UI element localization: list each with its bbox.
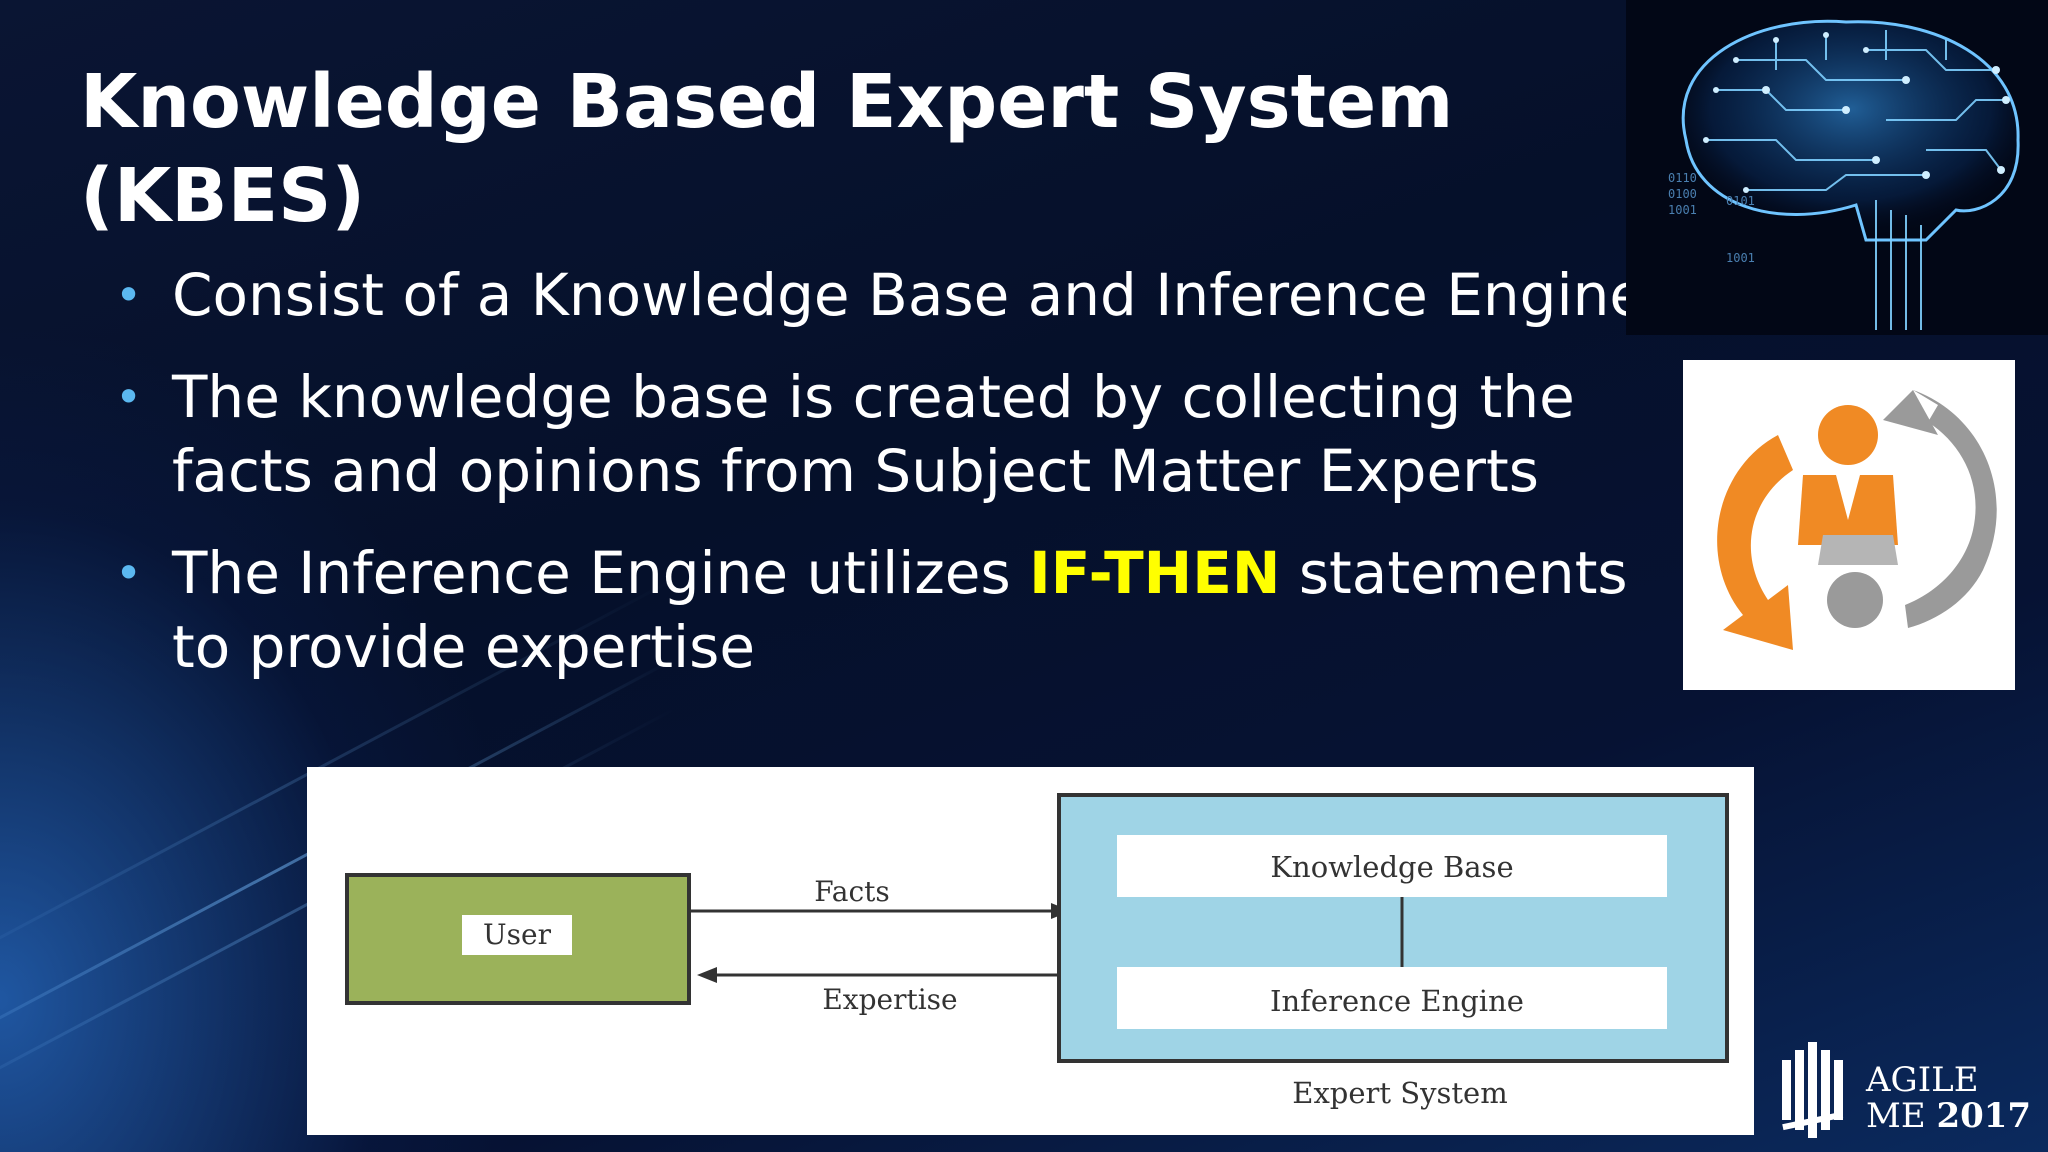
bullet-text-before: The Inference Engine utilizes <box>172 539 1030 607</box>
expert-system-diagram: User Facts Expertise Knowledge Base Infe… <box>307 767 1754 1135</box>
expertise-label: Expertise <box>822 983 957 1016</box>
bullet-text: Consist of a Knowledge Base and Inferenc… <box>172 261 1646 329</box>
bullet-dot: • <box>115 546 143 600</box>
user-label-bg <box>462 915 572 955</box>
expert-exchange-icon <box>1717 390 1997 650</box>
expert-exchange-image <box>1683 360 2015 690</box>
diagram-canvas: User Facts Expertise Knowledge Base Infe… <box>345 793 1729 1110</box>
bullet-dot: • <box>115 370 143 424</box>
logo-year: 2017 <box>1936 1096 2032 1136</box>
logo-line2-a: ME <box>1866 1096 1926 1136</box>
binary-text: 0110 <box>1668 171 1697 185</box>
bullet-item: • The Inference Engine utilizes IF-THEN … <box>115 536 1675 684</box>
expert-system-label: Expert System <box>1292 1076 1507 1110</box>
bullet-item: • Consist of a Knowledge Base and Infere… <box>115 258 1675 332</box>
binary-text: 0100 <box>1668 187 1697 201</box>
inference-engine-label: Inference Engine <box>1270 984 1524 1018</box>
bullet-text: The knowledge base is created by collect… <box>172 363 1575 505</box>
brain-circuit-icon: 0110 0100 1001 0101 1001 <box>1626 0 2048 335</box>
knowledge-base-label: Knowledge Base <box>1270 850 1513 884</box>
slide-title: Knowledge Based Expert System (KBES) <box>80 59 1454 239</box>
binary-text: 1001 <box>1668 203 1697 217</box>
logo-bars-icon <box>1782 1042 1844 1138</box>
logo-line2: ME 2017 <box>1866 1098 2031 1134</box>
bullet-list: • Consist of a Knowledge Base and Infere… <box>115 258 1675 712</box>
bullet-text-after: statements to provide expertise <box>172 539 1628 681</box>
logo-line1: AGILE <box>1866 1060 1979 1100</box>
logo-text: AGILE ME 2017 <box>1866 1062 2031 1134</box>
binary-text: 1001 <box>1726 251 1755 265</box>
facts-label: Facts <box>814 875 890 908</box>
bullet-dot: • <box>115 268 143 322</box>
bullet-text: The Inference Engine utilizes IF-THEN st… <box>172 539 1628 681</box>
expertise-arrowhead <box>697 967 717 983</box>
bullet-item: • The knowledge base is created by colle… <box>115 360 1675 508</box>
if-then-highlight: IF-THEN <box>1029 539 1281 607</box>
knowledge-base-box <box>1117 835 1667 897</box>
binary-text: 0101 <box>1726 194 1755 208</box>
user-label: User <box>483 918 552 951</box>
inference-engine-box <box>1117 967 1667 1029</box>
brain-circuit-image: 0110 0100 1001 0101 1001 <box>1626 0 2048 335</box>
agile-me-logo: AGILE ME 2017 <box>1778 1040 2038 1140</box>
